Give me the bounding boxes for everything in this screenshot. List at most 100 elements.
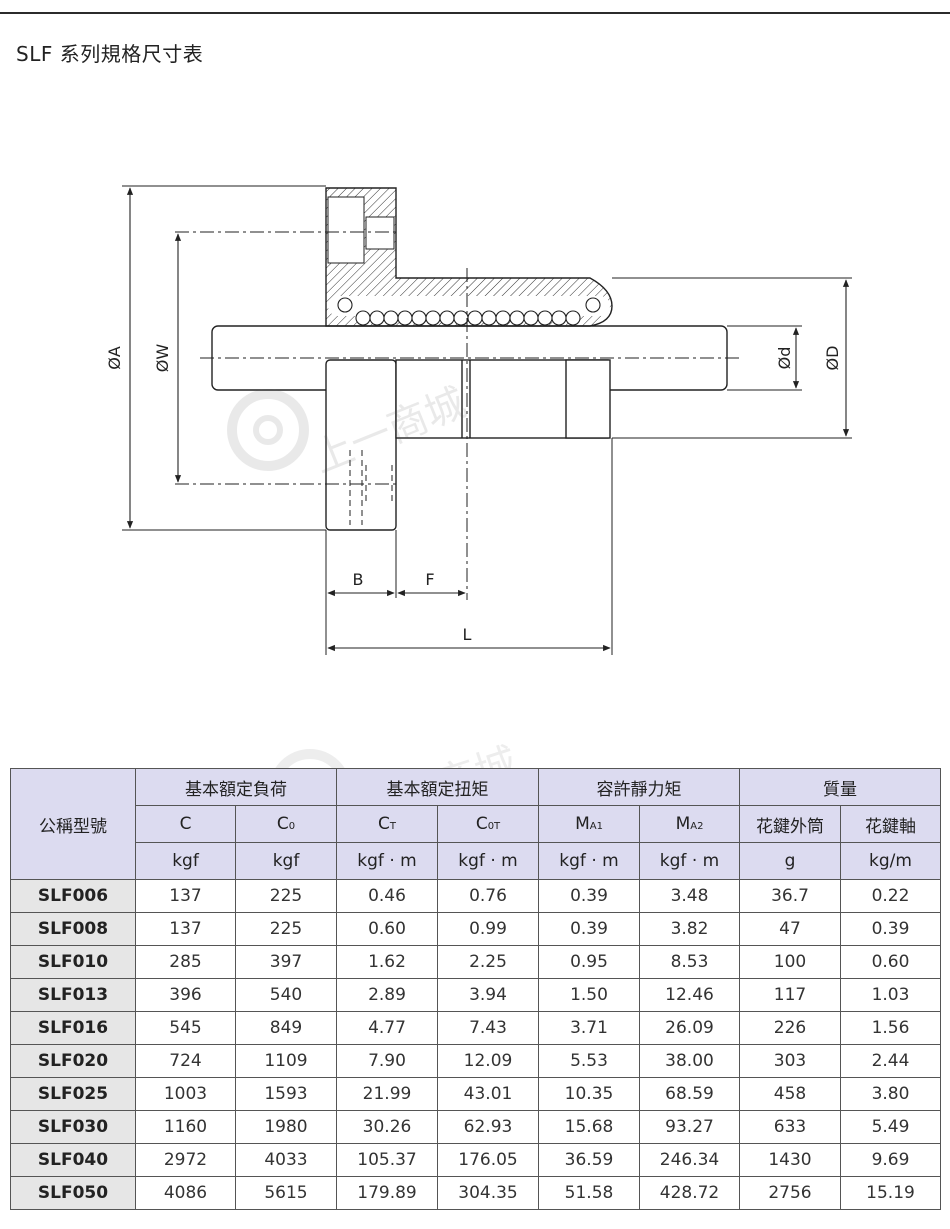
value-cell: 9.69 [840,1143,941,1177]
symbol-header: CT [336,805,438,843]
value-cell: 10.35 [538,1077,640,1111]
dimension-drawing: ØA ØW Ød ØD B F L 上一商城 [105,185,852,655]
balls [337,297,601,326]
value-cell: 0.39 [538,879,640,913]
group-header: 基本額定扭矩 [336,768,539,806]
group-header: 基本額定負荷 [135,768,337,806]
value-cell: 3.82 [639,912,740,946]
value-cell: 2972 [135,1143,236,1177]
value-cell: 0.99 [437,912,539,946]
value-cell: 15.68 [538,1110,640,1144]
value-cell: 303 [739,1044,841,1078]
value-cell: 0.60 [336,912,438,946]
value-cell: 30.26 [336,1110,438,1144]
group-header: 容許靜力矩 [538,768,740,806]
value-cell: 3.80 [840,1077,941,1111]
value-cell: 0.22 [840,879,941,913]
model-cell: SLF030 [10,1110,136,1144]
model-cell: SLF020 [10,1044,136,1078]
symbol-header: C0 [235,805,337,843]
page-title: SLF 系列規格尺寸表 [16,42,204,66]
unit-header: g [739,842,841,880]
unit-header: kg/m [840,842,941,880]
value-cell: 0.39 [840,912,941,946]
value-cell: 1593 [235,1077,337,1111]
value-cell: 15.19 [840,1176,941,1210]
unit-header: kgf · m [336,842,438,880]
value-cell: 2.25 [437,945,539,979]
value-cell: 2.89 [336,978,438,1012]
symbol-header: 花鍵軸 [840,805,941,843]
value-cell: 100 [739,945,841,979]
symbol-header: C0T [437,805,539,843]
value-cell: 0.76 [437,879,539,913]
value-cell: 3.94 [437,978,539,1012]
value-cell: 5.49 [840,1110,941,1144]
model-header: 公稱型號 [10,768,136,880]
group-header: 質量 [739,768,941,806]
value-cell: 137 [135,912,236,946]
value-cell: 0.39 [538,912,640,946]
value-cell: 38.00 [639,1044,740,1078]
value-cell: 12.46 [639,978,740,1012]
value-cell: 93.27 [639,1110,740,1144]
value-cell: 633 [739,1110,841,1144]
value-cell: 4033 [235,1143,337,1177]
unit-header: kgf · m [639,842,740,880]
value-cell: 1.56 [840,1011,941,1045]
value-cell: 1.50 [538,978,640,1012]
unit-header: kgf [235,842,337,880]
value-cell: 105.37 [336,1143,438,1177]
value-cell: 4.77 [336,1011,438,1045]
value-cell: 36.7 [739,879,841,913]
value-cell: 225 [235,879,337,913]
value-cell: 8.53 [639,945,740,979]
value-cell: 1160 [135,1110,236,1144]
value-cell: 7.43 [437,1011,539,1045]
flange-section [325,187,613,327]
value-cell: 26.09 [639,1011,740,1045]
value-cell: 304.35 [437,1176,539,1210]
value-cell: 7.90 [336,1044,438,1078]
symbol-header: MA1 [538,805,640,843]
value-cell: 1109 [235,1044,337,1078]
unit-header: kgf · m [437,842,539,880]
model-cell: SLF008 [10,912,136,946]
label-B: B [353,570,364,589]
label-F: F [425,570,434,589]
value-cell: 428.72 [639,1176,740,1210]
value-cell: 226 [739,1011,841,1045]
value-cell: 176.05 [437,1143,539,1177]
value-cell: 397 [235,945,337,979]
value-cell: 51.58 [538,1176,640,1210]
model-cell: SLF016 [10,1011,136,1045]
value-cell: 1003 [135,1077,236,1111]
value-cell: 396 [135,978,236,1012]
value-cell: 540 [235,978,337,1012]
value-cell: 1.62 [336,945,438,979]
value-cell: 137 [135,879,236,913]
model-cell: SLF050 [10,1176,136,1210]
value-cell: 545 [135,1011,236,1045]
unit-header: kgf · m [538,842,640,880]
value-cell: 4086 [135,1176,236,1210]
outer-cylinder-lower [325,359,611,531]
model-cell: SLF006 [10,879,136,913]
symbol-header: C [135,805,236,843]
label-dia-D: ØD [823,346,842,371]
value-cell: 36.59 [538,1143,640,1177]
model-cell: SLF040 [10,1143,136,1177]
value-cell: 12.09 [437,1044,539,1078]
value-cell: 1980 [235,1110,337,1144]
label-dia-W: ØW [153,344,172,373]
value-cell: 458 [739,1077,841,1111]
unit-header: kgf [135,842,236,880]
label-L: L [463,625,472,644]
symbol-header: MA2 [639,805,740,843]
label-dia-d: Ød [775,347,794,370]
model-cell: SLF025 [10,1077,136,1111]
